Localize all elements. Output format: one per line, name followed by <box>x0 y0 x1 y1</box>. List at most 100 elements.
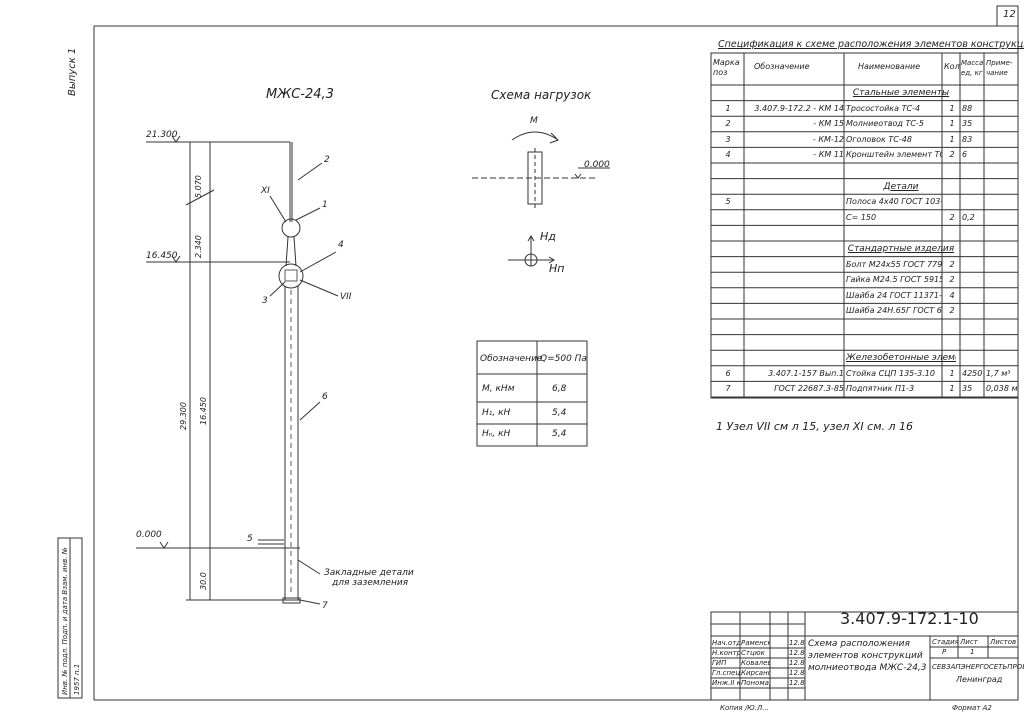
callout-6: 6 <box>322 392 328 402</box>
side-stamp-box-2 <box>69 537 83 699</box>
load-table-header-value: Q=500 Па <box>540 354 587 364</box>
stamp-person-name: Стцюк <box>741 649 765 657</box>
stamp-person-role: Инж.II кат <box>712 679 740 687</box>
spec-cell-mark: 2 <box>725 119 731 129</box>
spec-cell-mass: 0,2 <box>962 212 975 222</box>
spec-cell-qty: 2 <box>949 259 955 269</box>
spec-cell-des: - КМ 15 <box>813 119 844 129</box>
callout-3: 3 <box>262 296 268 306</box>
spec-cell-name: Болт М24х55 ГОСТ 7798-70* <box>846 259 942 269</box>
spec-cell-name: Оголовок ТС-48 <box>846 134 912 144</box>
spec-cell-des: ГОСТ 22687.3-85 <box>774 384 844 394</box>
dim-2: 2.340 <box>194 235 203 258</box>
dim-bottom: 30.0 <box>199 572 208 590</box>
spec-cell-mass: 88 <box>962 103 973 113</box>
stamp-person-name: Ковалев <box>741 659 770 667</box>
stamp-sheets-label: Листов <box>990 638 1017 646</box>
spec-cell-mark: 4 <box>725 150 731 160</box>
load-scheme-drawing <box>472 131 610 267</box>
spec-cell-mass: 35 <box>962 119 973 129</box>
spec-cell-name: Стойка СЦП 135-3.10 <box>846 368 935 378</box>
spec-cell-des: 3.407.9-172.2 - КМ 14 <box>754 103 844 113</box>
spec-cell-note: 0,038 м³ <box>986 384 1018 394</box>
page-number: 12 <box>1003 9 1016 20</box>
stamp-city: Ленинград <box>956 675 1003 684</box>
node-XI-label: XI <box>261 186 270 196</box>
callout-2: 2 <box>324 155 330 165</box>
load-table-grid <box>476 340 588 447</box>
dim-total: 29.300 <box>179 402 188 430</box>
spec-header-designation: Обозначение <box>754 62 810 71</box>
stamp-person-role: Гл.спец <box>712 669 740 677</box>
level-label: 0.000 <box>584 160 610 170</box>
spec-cell-qty: 1 <box>949 134 955 144</box>
spec-cell-name: Стандартные изделия <box>847 244 955 254</box>
stamp-sheet: 1 <box>970 648 975 656</box>
spec-cell-name: С= 150 <box>846 212 877 222</box>
spec-header-note: Приме- чание <box>986 59 1013 77</box>
stamp-person-role: ГИП <box>712 659 727 667</box>
spec-cell-qty: 1 <box>949 119 955 129</box>
spec-cell-des: 3.407.1-157 Вып.1 <box>768 368 844 378</box>
format-label: Формат А2 <box>952 704 992 712</box>
side-stamp-label: Инв. № подл. Подп. и дата Взам. инв. № <box>61 547 69 695</box>
spec-cell-des: - КМ 11 <box>813 150 844 160</box>
load-row-value: 6,8 <box>552 384 567 394</box>
spec-cell-note: 1,7 м³ <box>986 368 1011 378</box>
spec-cell-name: Полоса 4х40 ГОСТ 103-76 <box>846 197 942 207</box>
spec-cell-mass: 35 <box>962 384 973 394</box>
stamp-person-name: Раменский <box>741 639 770 647</box>
spec-cell-mark: 7 <box>725 384 731 394</box>
spec-cell-name: Детали <box>883 181 919 192</box>
spec-cell-qty: 2 <box>949 306 955 316</box>
spec-cell-qty: 4 <box>949 290 955 300</box>
stamp-person-date: 12.88 <box>789 669 805 677</box>
spec-cell-name: Тросостойка ТС-4 <box>846 103 921 113</box>
embedded-note-1: Закладные детали <box>324 568 414 578</box>
spec-cell-qty: 1 <box>949 384 955 394</box>
spec-header-mark: Марка поз <box>713 58 740 77</box>
mast-title: МЖС-24,3 <box>266 87 334 102</box>
load-scheme-title: Схема нагрузок <box>491 88 592 102</box>
stamp-person-role: Н.контр. <box>712 649 740 657</box>
spec-cell-name: Гайка М24.5 ГОСТ 5915-70* <box>846 275 942 285</box>
spec-cell-qty: 2 <box>949 150 955 160</box>
stamp-sheet-label: Лист <box>960 638 978 646</box>
moment-label: M <box>530 116 538 126</box>
spec-cell-mark: 5 <box>725 197 731 207</box>
stamp-title-3: молниеотвода МЖС-24,3 <box>808 663 927 673</box>
page-number-box <box>996 5 1019 27</box>
force-hn-label: Hп <box>549 262 565 275</box>
callout-5: 5 <box>247 534 253 544</box>
spec-header-mass: Масса ед, кг <box>961 59 984 77</box>
title-block-grid <box>710 611 1019 701</box>
note-line: 1 Узел VII см л 15, узел XI см. л 16 <box>716 420 914 433</box>
spec-cell-mass: 83 <box>962 134 973 144</box>
spec-header-name: Наименование <box>858 62 921 71</box>
side-stamp-value: 1957 п.1 <box>73 663 81 695</box>
stamp-person-date: 12.88 <box>789 679 805 687</box>
dim-1: 5.070 <box>194 175 203 198</box>
callout-7: 7 <box>322 601 328 611</box>
mast-drawing <box>136 135 339 605</box>
spec-cell-qty: 2 <box>949 275 955 285</box>
spec-cell-name: Шайба 24 ГОСТ 11371-78* <box>846 290 942 300</box>
spec-cell-mark: 6 <box>725 368 731 378</box>
spec-cell-mark: 3 <box>725 134 731 144</box>
stamp-person-name: Кирсанова <box>741 669 770 677</box>
stamp-person-name: Пономарева <box>741 679 770 687</box>
node-VII-label: VII <box>340 292 352 302</box>
spec-cell-mass: 4250 <box>962 368 983 378</box>
spec-cell-qty: 1 <box>949 103 955 113</box>
spec-cell-qty: 2 <box>949 212 955 222</box>
force-hd-label: Hд <box>540 230 556 243</box>
stamp-person-date: 12.88 <box>789 649 805 657</box>
stamp-title-1: Схема расположения <box>808 639 910 649</box>
elevation-top: 21.300 <box>146 130 178 140</box>
spec-cell-name: Железобетонные элементы <box>846 353 956 364</box>
stamp-title-2: элементов конструкций <box>808 651 923 661</box>
stamp-stage-label: Стадия <box>932 638 959 646</box>
spec-cell-mass: 6 <box>962 150 968 160</box>
left-margin-label: Выпуск 1 <box>67 47 78 96</box>
load-row-label: H₁, кН <box>482 408 511 418</box>
